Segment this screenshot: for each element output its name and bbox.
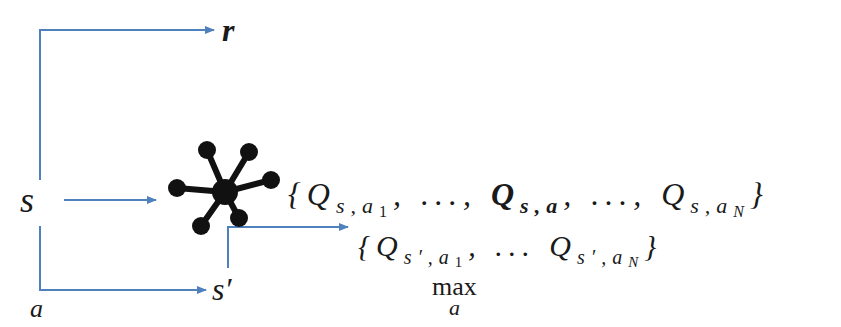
math-subscript: 1 (379, 203, 393, 220)
math-subscript: s,a (690, 193, 733, 218)
math-text: {Q (288, 176, 336, 212)
reward-label: r (222, 14, 234, 46)
state-input-arrow (64, 199, 156, 201)
math-subscript: N (628, 254, 644, 270)
math-subscript: s,a (336, 193, 379, 218)
math-text: s′ (212, 271, 231, 307)
math-text: } (644, 229, 662, 262)
math-text: , ... Q (468, 229, 577, 262)
math-text: , ..., Q (563, 176, 690, 212)
math-subscript: N (733, 203, 750, 220)
action-label: a (30, 296, 43, 322)
state-label: s (20, 182, 34, 218)
math-subscript: s′,a (404, 246, 455, 268)
action-arrow (40, 226, 206, 290)
math-text: s (20, 180, 34, 220)
q-values-current: {Qs,a1, ..., Qs,a, ..., Qs,aN} (288, 178, 769, 220)
math-text: , ..., (393, 176, 491, 212)
math-text: a (449, 295, 460, 320)
flow-arrows (40, 30, 348, 290)
math-text: Q (491, 176, 520, 212)
math-text: } (750, 176, 769, 212)
math-subscript: s,a (520, 193, 563, 218)
max-subscript: a (449, 297, 460, 319)
math-text: a (30, 294, 43, 323)
math-text: r (222, 12, 234, 48)
network-icon (168, 141, 280, 235)
next-state-arrow (228, 227, 348, 268)
math-text: {Q (358, 229, 404, 262)
math-subscript: s′,a (577, 246, 628, 268)
reward-arrow (40, 30, 214, 180)
next-state-label: s′ (212, 273, 231, 305)
math-subscript: 1 (455, 254, 469, 270)
q-values-next: {Qs′,a1, ... Qs′,aN} (358, 231, 662, 270)
